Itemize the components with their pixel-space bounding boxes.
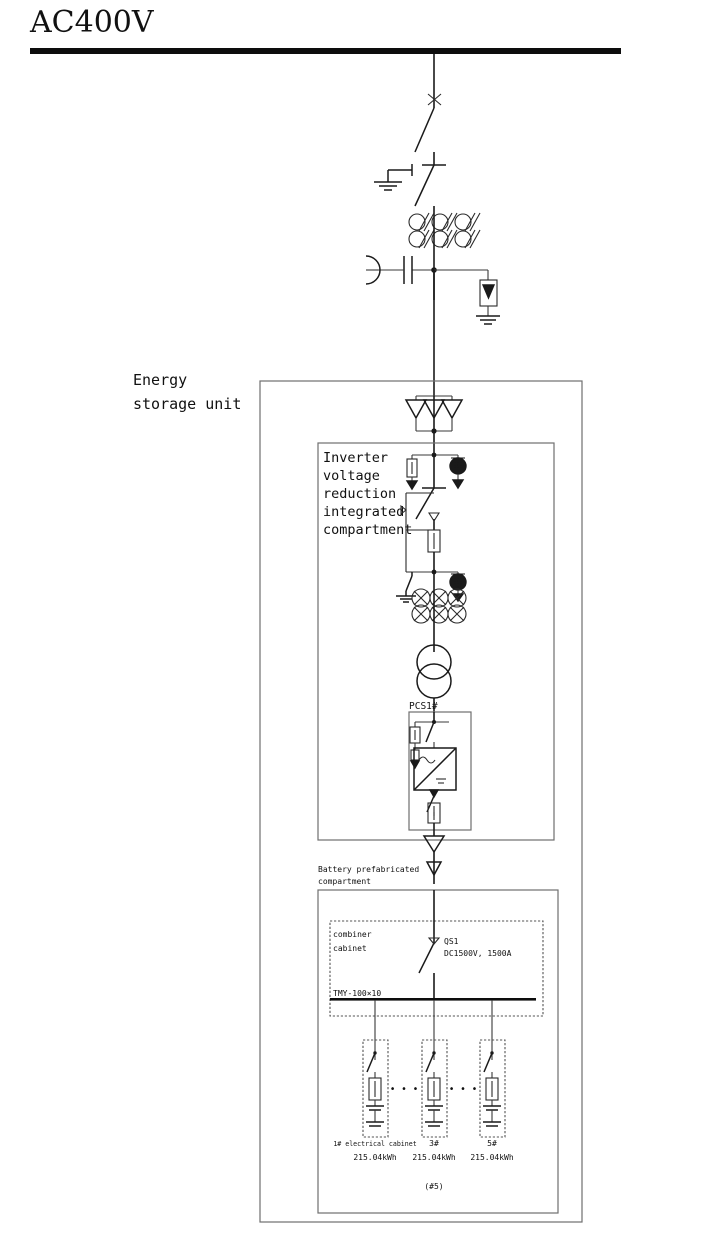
earthing-switch-symbol	[374, 164, 435, 218]
capacitor-branch	[365, 255, 434, 285]
inverter-compartment-label-line1: Inverter	[323, 450, 388, 466]
battery-cabinet-1-name: 1# electrical cabinet	[333, 1140, 416, 1148]
battery-cabinet-1	[362, 1039, 389, 1138]
page-title: AC400V	[29, 5, 155, 40]
combiner-cabinet-box	[329, 920, 544, 1017]
surge-arrester-battery	[425, 861, 443, 877]
ellipsis-1: • • •	[390, 1084, 419, 1095]
ct-array-ac	[408, 212, 481, 249]
battery-cabinet-1-capacity: 215.04kWh	[353, 1153, 397, 1162]
inverter-compartment-box	[317, 442, 555, 841]
battery-prefab-compartment-box	[317, 889, 559, 1214]
battery-cabinet-2	[421, 1039, 448, 1138]
battery-cabinet-3-capacity: 215.04kWh	[470, 1153, 514, 1162]
battery-compartment-label-line1: Battery prefabricated	[318, 865, 419, 874]
energy-storage-unit-label-line1: Energy	[133, 371, 187, 389]
quantity-note: (#5)	[424, 1182, 443, 1191]
power-transformer	[416, 644, 452, 699]
surge-arrester-dc-out	[422, 835, 446, 854]
qs1-disconnector	[418, 934, 441, 999]
battery-compartment-label-line2: compartment	[318, 877, 371, 886]
pcs-label: PCS1#	[409, 701, 438, 712]
ellipsis-2: • • •	[449, 1084, 478, 1095]
inverter-compartment-label-line4: integrated	[323, 504, 404, 520]
inverter-compartment-label-line3: reduction	[323, 486, 396, 502]
pcs-box	[408, 711, 472, 831]
ct-array-lv	[411, 588, 467, 624]
dc-busbar-spec: TMY-100×10	[333, 989, 381, 998]
energy-storage-unit-box	[259, 380, 583, 1223]
combiner-cabinet-label-line2: cabinet	[333, 944, 367, 953]
surge-arrester-ac	[434, 269, 500, 325]
surge-arrester-trio	[404, 395, 464, 432]
inverter-compartment-label-line5: compartment	[323, 522, 412, 538]
fuse-vt-branch-upper	[405, 452, 467, 491]
qs1-rating: DC1500V, 1500A	[444, 949, 512, 958]
withdrawable-breaker	[400, 455, 446, 573]
ac-busbar	[30, 48, 621, 54]
pcs-internals	[409, 712, 457, 824]
battery-cabinet-2-name: 3#	[429, 1139, 439, 1148]
inverter-compartment-label-line2: voltage	[323, 468, 380, 484]
energy-storage-unit-label-line2: storage unit	[133, 395, 241, 413]
dc-busbar	[330, 998, 536, 1001]
earthing-vt-branch-lower	[396, 569, 467, 603]
combiner-cabinet-label-line1: combiner	[333, 930, 372, 939]
battery-cabinet-3-name: 5#	[487, 1139, 497, 1148]
qs1-tag: QS1	[444, 937, 459, 946]
disconnect-switch-symbol	[414, 93, 446, 166]
battery-cabinet-3	[479, 1039, 506, 1138]
battery-cabinet-2-capacity: 215.04kWh	[412, 1153, 456, 1162]
